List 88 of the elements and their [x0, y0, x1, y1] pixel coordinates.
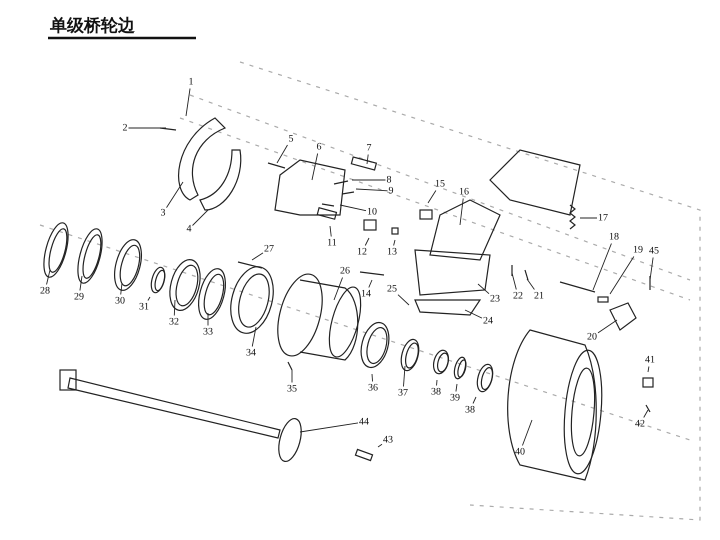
leader-line — [526, 278, 535, 290]
callout-number: 43 — [383, 434, 393, 446]
leader-line — [366, 154, 369, 164]
callout-number: 32 — [169, 316, 179, 328]
leader-line — [478, 284, 490, 294]
leader-line — [192, 210, 208, 226]
title: 单级桥轮边 — [50, 15, 135, 37]
leader-line — [650, 257, 654, 280]
leader-line — [79, 276, 82, 291]
leader-line — [300, 422, 358, 432]
leader-line — [460, 198, 464, 226]
leader-line — [364, 238, 370, 246]
callout-number: 1 — [188, 76, 194, 88]
leader-line — [393, 240, 396, 246]
leader-line — [436, 380, 438, 386]
leader-line — [186, 88, 190, 116]
leader-line — [120, 282, 122, 295]
callout-number: 41 — [645, 354, 655, 366]
leader-line — [643, 410, 648, 418]
callout-number: 28 — [40, 286, 50, 296]
leader-line — [46, 270, 50, 285]
callout-number: 40 — [515, 446, 525, 458]
callout-number: 5 — [288, 134, 294, 144]
callout-number: 2 — [122, 122, 128, 134]
callout-number: 37 — [398, 388, 408, 398]
callout-number: 44 — [359, 416, 369, 428]
callout-number: 14 — [361, 288, 371, 300]
callout-number: 33 — [203, 326, 213, 338]
callout-number: 38 — [465, 404, 475, 416]
leader-line — [368, 280, 372, 288]
callout-number: 12 — [357, 246, 367, 258]
callout-number: 17 — [598, 212, 608, 224]
callout-number: 13 — [387, 246, 397, 258]
callout-number: 38 — [431, 386, 441, 398]
leader-line — [512, 272, 517, 290]
callout-number: 29 — [74, 292, 84, 302]
callout-number: 19 — [633, 244, 643, 256]
callout-number: 6 — [316, 142, 322, 152]
callout-number: 27 — [264, 244, 274, 254]
leader-line — [174, 300, 176, 316]
callout-number: 36 — [368, 382, 378, 394]
leader-line — [648, 366, 650, 372]
leader-line — [592, 243, 612, 290]
callout-number: 18 — [609, 232, 619, 242]
leader-line — [598, 320, 618, 334]
leader-line — [522, 420, 532, 446]
callout-number: 30 — [115, 296, 125, 306]
leader-line — [403, 366, 406, 387]
callout-number: 7 — [366, 142, 372, 154]
callout-number: 3 — [160, 208, 166, 218]
leader-line — [340, 204, 366, 212]
callout-number: 10 — [367, 206, 377, 218]
leader-line — [428, 190, 436, 204]
leader-line — [334, 277, 343, 300]
callout-number: 31 — [139, 302, 149, 312]
leader-line — [330, 226, 332, 237]
callout-number: 39 — [450, 392, 460, 404]
leader-line — [455, 384, 458, 392]
callout-number: 11 — [327, 238, 337, 248]
callout-number: 24 — [483, 316, 493, 326]
leader-line — [398, 294, 410, 306]
leader-line — [166, 182, 184, 208]
callout-number: 23 — [490, 294, 500, 304]
callout-number: 34 — [246, 348, 256, 358]
callout-number: 16 — [459, 186, 469, 198]
leader-line — [464, 310, 482, 319]
leader-line — [472, 396, 476, 404]
callout-number: 9 — [388, 186, 394, 196]
callout-number: 8 — [386, 174, 392, 186]
leader-line — [252, 252, 264, 260]
callout-number: 26 — [340, 266, 350, 276]
callout-number: 25 — [387, 284, 397, 294]
leader-line — [147, 296, 150, 301]
leader-line — [610, 256, 634, 294]
leader-line — [252, 326, 256, 347]
callout-number: 4 — [186, 224, 192, 234]
leader-line — [372, 374, 373, 382]
callout-number: 15 — [435, 178, 445, 190]
callout-number: 42 — [635, 418, 645, 430]
callout-number: 20 — [587, 332, 597, 342]
callout-number: 45 — [649, 246, 659, 256]
leader-line — [356, 188, 388, 192]
leader-line — [276, 144, 288, 164]
callout-number: 35 — [287, 384, 297, 394]
leader-line — [378, 444, 382, 448]
leader-line — [312, 153, 318, 180]
callout-number: 21 — [534, 290, 544, 302]
callout-number: 22 — [513, 290, 523, 302]
